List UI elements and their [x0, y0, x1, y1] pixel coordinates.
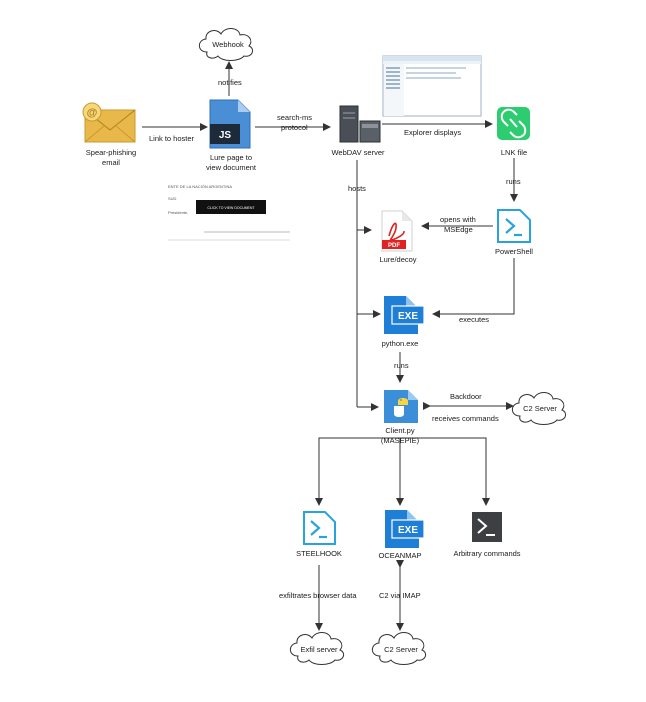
label-c2-imap: C2 via IMAP: [379, 591, 421, 600]
webhook-node: Webhook: [198, 28, 254, 61]
cloud-icon: [198, 28, 254, 61]
oceanmap-node: EXE OCEANMAP: [379, 510, 425, 560]
edges: [142, 61, 518, 631]
pdf-icon: PDF: [381, 210, 413, 252]
label-search-ms-2: protocol: [281, 123, 308, 132]
envelope-icon: @: [82, 102, 136, 143]
arbitrary-commands-label: Arbitrary commands: [453, 549, 520, 558]
thumbnail-line1: ENTE DE LA NACIÓN ARGENTINA: [168, 184, 232, 189]
lnk-node: LNK file: [497, 107, 530, 157]
arbitrary-commands-node: Arbitrary commands: [453, 512, 521, 558]
thumbnail-line2: SUD: [168, 196, 177, 201]
spear-phishing-label-2: email: [102, 158, 120, 167]
label-runs-lnk: runs: [506, 177, 521, 186]
label-explorer-displays: Explorer displays: [404, 128, 461, 137]
webdav-node: WebDAV server: [331, 105, 385, 157]
pdf-badge: PDF: [388, 243, 400, 249]
cloud-icon: [511, 392, 567, 425]
oceanmap-label: OCEANMAP: [379, 551, 422, 560]
webdav-label: WebDAV server: [331, 148, 385, 157]
cloud-icon: [289, 632, 345, 665]
exe-file-icon: EXE: [385, 510, 425, 548]
edge-client-steelhook: [315, 437, 400, 506]
lnk-label: LNK file: [501, 148, 527, 157]
c2-server-bottom-label: C2 Server: [384, 645, 418, 654]
edge-executes: [432, 258, 515, 318]
lure-decoy-label: Lure/decoy: [379, 255, 416, 264]
cropped-caption-line: [4, 690, 644, 702]
powershell-node: PowerShell: [495, 209, 533, 256]
powershell-label: PowerShell: [495, 247, 533, 256]
label-backdoor: Backdoor: [450, 392, 482, 401]
label-executes: executes: [459, 315, 489, 324]
python-file-icon: [384, 390, 418, 423]
steelhook-node: STEELHOOK: [296, 511, 342, 558]
js-file-icon: JS: [209, 99, 251, 149]
python-exe-node: EXE python.exe: [382, 296, 425, 348]
c2-server-top-node: C2 Server: [511, 392, 567, 425]
thumbnail-button: CLICK TO VIEW DOCUMENT: [207, 206, 255, 210]
c2-server-bottom-node: C2 Server: [371, 632, 427, 665]
thumbnail-line3: Presidente,: [168, 210, 188, 215]
terminal-icon: [472, 512, 502, 542]
exfil-server-label: Exfil server: [300, 645, 338, 654]
client-py-node: Client.py (MASEPIE): [381, 390, 420, 445]
edge-client-arbitrary: [400, 437, 490, 506]
lure-thumbnail: ENTE DE LA NACIÓN ARGENTINA SUD Presiden…: [166, 180, 294, 242]
lure-page-node: JS Lure page to view document: [206, 99, 257, 172]
edge-labels: notifies Link to hoster search-ms protoc…: [149, 78, 521, 600]
c2-server-top-label: C2 Server: [523, 404, 557, 413]
webhook-label: Webhook: [212, 40, 244, 49]
label-opens-with: opens with: [440, 215, 476, 224]
explorer-window-thumbnail: [382, 55, 482, 117]
exfil-server-node: Exfil server: [289, 632, 345, 665]
steelhook-label: STEELHOOK: [296, 549, 342, 558]
client-py-label-2: (MASEPIE): [381, 436, 420, 445]
powershell-icon: [303, 511, 336, 545]
exe-badge: EXE: [398, 311, 418, 322]
spear-phishing-node: @ Spear-phishing email: [82, 102, 136, 167]
label-runs-python: runs: [394, 361, 409, 370]
exe-file-icon: EXE: [384, 296, 425, 334]
cloud-icon: [371, 632, 427, 665]
lure-page-label: Lure page to: [210, 153, 252, 162]
label-search-ms: search-ms: [277, 113, 312, 122]
client-py-label: Client.py: [385, 426, 414, 435]
server-icon: [339, 105, 381, 143]
lure-decoy-node: PDF Lure/decoy: [379, 210, 417, 264]
label-link-to-hoster: Link to hoster: [149, 134, 195, 143]
python-exe-label: python.exe: [382, 339, 419, 348]
lnk-icon: [497, 107, 530, 140]
powershell-icon: [497, 209, 531, 243]
label-opens-with-2: MSEdge: [444, 225, 473, 234]
label-receives-commands: receives commands: [432, 414, 499, 423]
label-exfiltrates: exfiltrates browser data: [279, 591, 357, 600]
js-badge: JS: [219, 130, 232, 141]
spear-phishing-label: Spear-phishing: [86, 148, 136, 157]
exe-badge: EXE: [398, 525, 418, 536]
label-notifies: notifies: [218, 78, 242, 87]
lure-page-label-2: view document: [206, 163, 257, 172]
label-hosts: hosts: [348, 184, 366, 193]
svg-text:@: @: [87, 107, 98, 119]
